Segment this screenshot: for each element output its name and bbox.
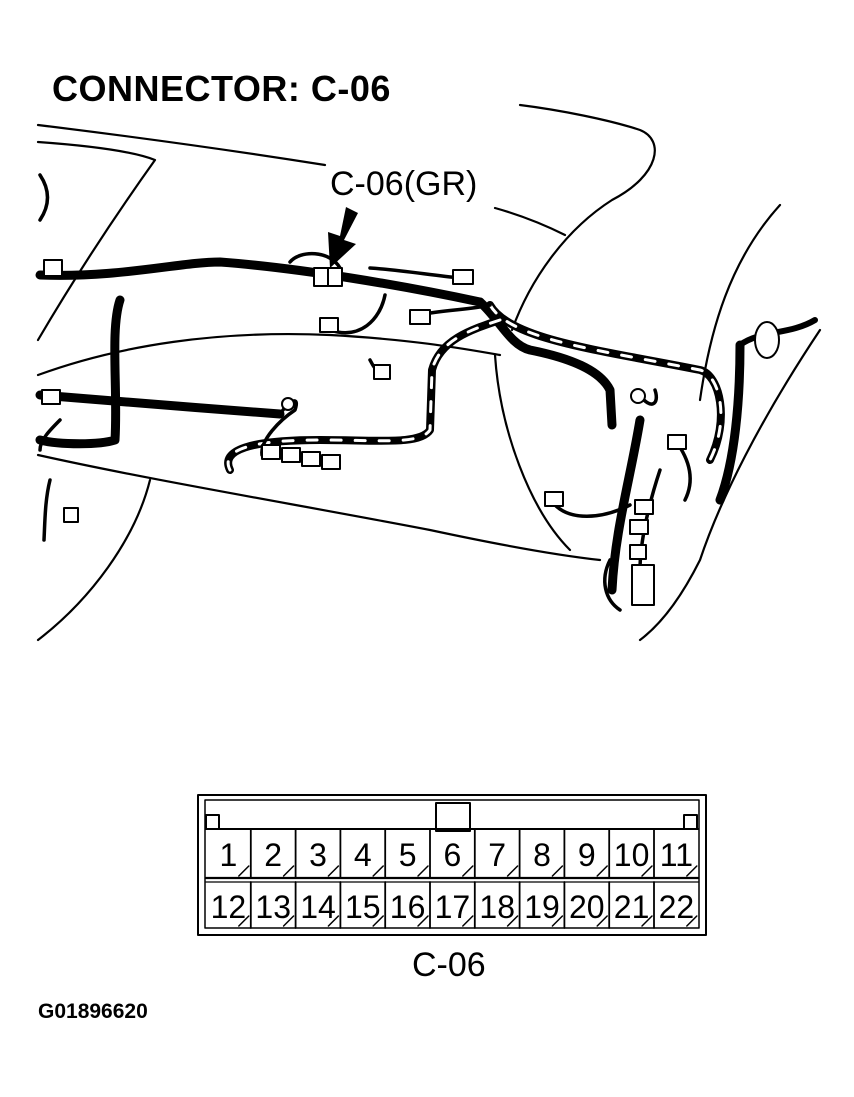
pin-polarity-mark [238,915,250,927]
pin-polarity-mark [551,865,564,877]
pin-number: 13 [255,889,291,925]
pin-number: 21 [614,889,650,925]
pin-polarity-mark [462,865,474,877]
main-harness [35,257,745,595]
pin-number: 11 [660,837,693,873]
pin-number: 19 [524,889,560,925]
pin-number: 7 [488,837,506,873]
pin-number: 2 [264,837,282,873]
pin-number: 18 [479,889,515,925]
pin-polarity-mark [282,865,295,877]
pin-number: 9 [578,837,596,873]
pin-number: 5 [399,837,417,873]
pin-polarity-mark [641,915,653,927]
pin-number: 3 [309,837,327,873]
pin-number: 12 [211,889,247,925]
pin-polarity-mark [417,915,429,927]
pin-polarity-mark [417,865,429,877]
harness-connectors [41,259,780,606]
pin-polarity-mark [596,915,608,927]
pin-polarity-mark [686,865,698,877]
pin-polarity-mark [551,915,564,927]
pin-polarity-mark [238,865,250,877]
stripe-overlay [226,303,723,472]
pin-number: 8 [533,837,551,873]
pin-number: 16 [390,889,426,925]
pin-polarity-mark [282,915,295,927]
pin-polarity-mark [506,865,519,877]
callout-arrow [328,207,358,268]
dashboard-outline [36,103,822,642]
pin-polarity-mark [462,915,474,927]
pin-number: 10 [614,837,650,873]
pin-polarity-mark [686,915,698,927]
connector-callout-label: C-06(GR) [330,165,478,203]
pin-number: 14 [300,889,336,925]
pin-number: 22 [659,889,695,925]
pin-polarity-mark [327,865,340,877]
pin-number: 4 [354,837,372,873]
pin-polarity-mark [372,915,384,927]
connector-face [197,794,707,936]
pin-polarity-mark [596,865,608,877]
figure-id: G01896620 [38,1000,148,1023]
diagram-title: CONNECTOR: C-06 [52,68,391,109]
pin-polarity-mark [506,915,519,927]
pin-number: 20 [569,889,605,925]
pin-number: 17 [435,889,471,925]
pin-polarity-mark [641,865,653,877]
pin-number: 6 [444,837,462,873]
pin-number: 1 [220,837,238,873]
connector-label: C-06 [412,946,486,984]
pin-number: 15 [345,889,381,925]
pin-polarity-mark [372,865,384,877]
pin-polarity-mark [327,915,340,927]
